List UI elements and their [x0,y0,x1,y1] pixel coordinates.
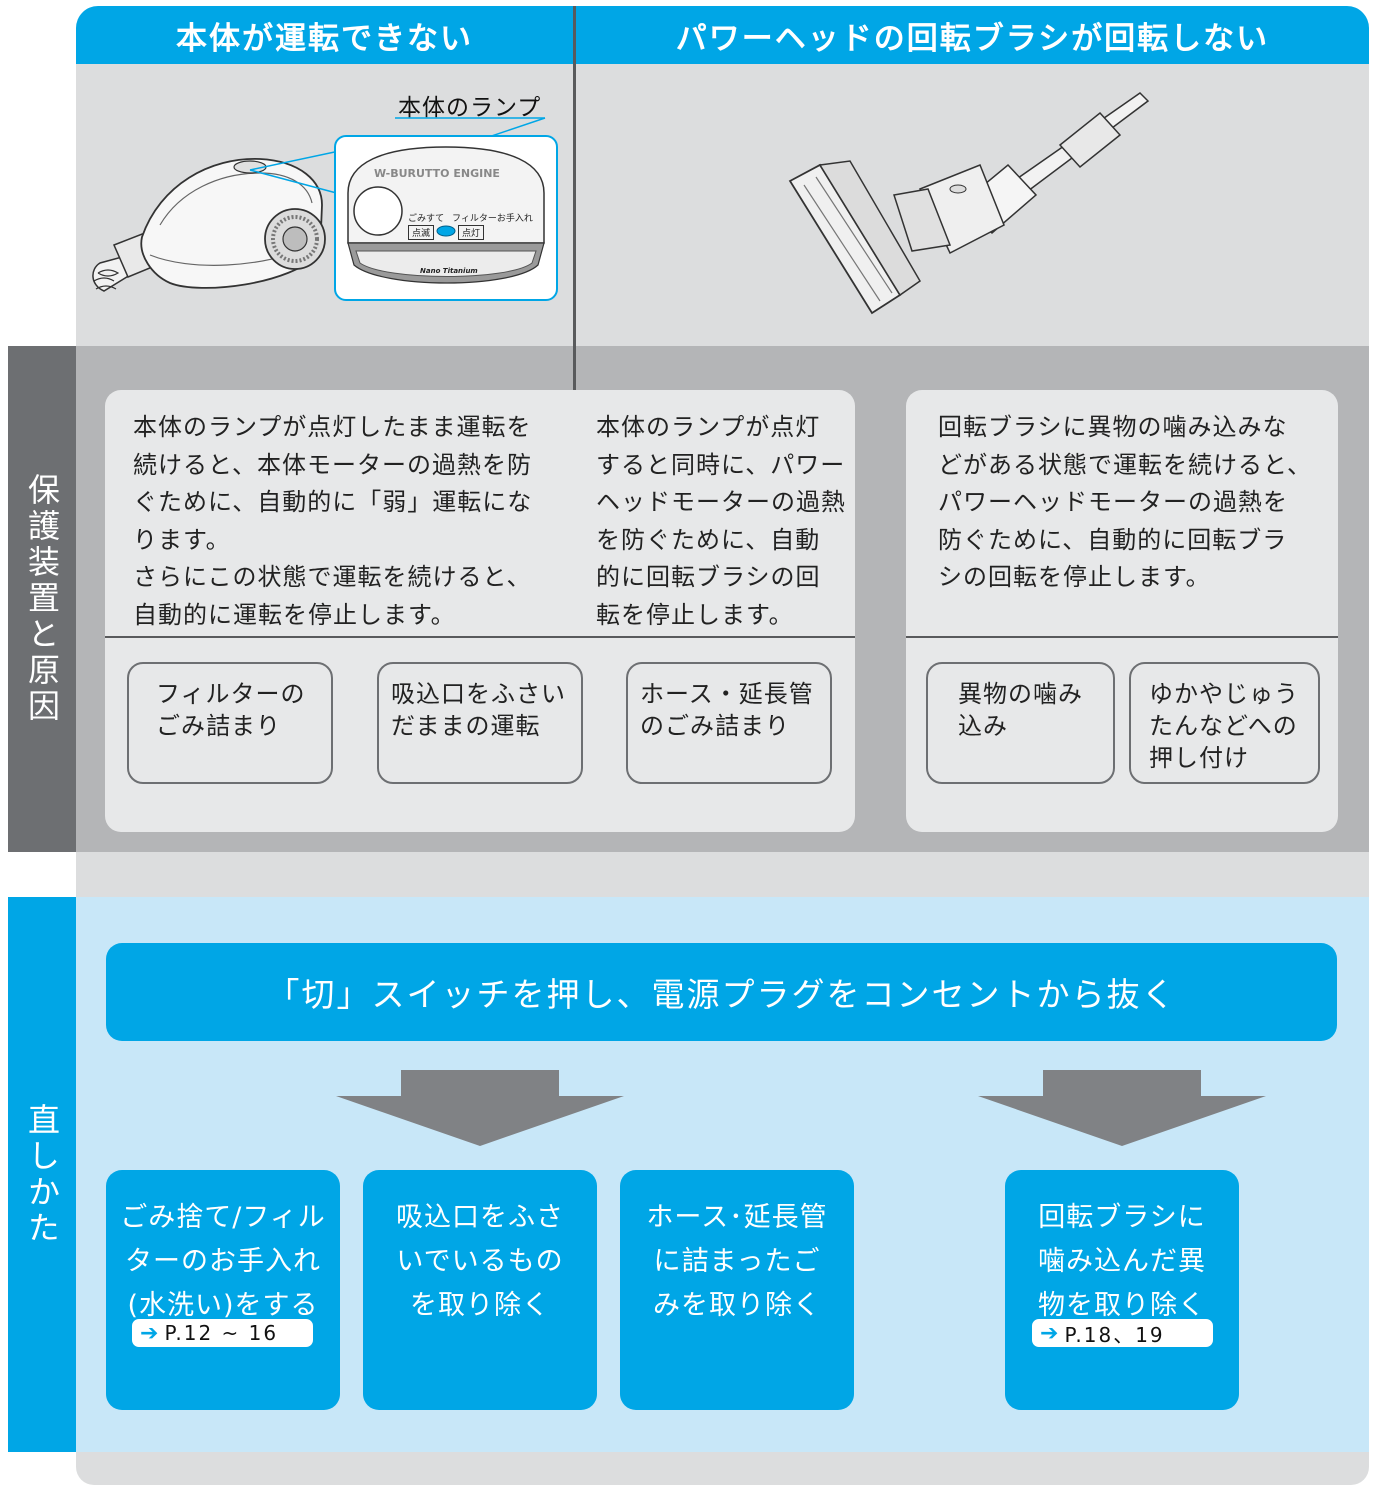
cause-card-divider-right [906,636,1338,638]
column-divider [573,6,576,636]
fix-box-hose-dust: ホース･延長管 に詰まったご みを取り除く [620,1170,854,1410]
panel-light-label: 点灯 [458,225,485,240]
bottom-bar [76,1452,1369,1485]
instruction-banner: 「切」スイッチを押し、電源プラグをコンセントから抜く [106,943,1337,1041]
panel-brand-text: W-BURUTTO ENGINE [374,167,500,180]
header-title-brush-not-rotating: パワーヘッドの回転ブラシが回転しない [576,6,1369,64]
gap-panel [76,852,1369,897]
arrow-right-icon: ➔ [1040,1320,1061,1346]
callout-lines [249,150,345,196]
panel-gomi-label: ごみすて [408,214,445,224]
fix-side-label: 直しかた [23,1102,61,1247]
panel-filter-label: フィルターお手入れ [452,214,533,224]
down-arrow-right-icon [978,1070,1266,1146]
cause-box-inlet-blocked: 吸込口をふさい だままの運転 [377,662,583,784]
cause-box-filter-clog: フィルターの ごみ詰まり [127,662,333,784]
fix-box-remove-blockage: 吸込口をふさ いでいるもの を取り除く [363,1170,597,1410]
cause-text-brush: 回転ブラシに異物の噛み込みな どがある状態で運転を続けると、 パワーヘッドモータ… [938,413,1313,591]
down-arrow-left-icon [336,1070,624,1146]
page-ref-filter[interactable]: ➔ P.12 ~ 16 [131,1318,314,1348]
fix-side-bar [8,897,76,1452]
cause-card-body [105,390,855,832]
cause-side-bar [8,346,76,852]
page-ref-brush-text: P.18、19 [1064,1322,1165,1347]
cause-text-lamp: 本体のランプが点灯 すると同時に、パワー ヘッドモーターの過熱 を防ぐために、自… [596,413,846,629]
cause-card-brush [906,390,1338,832]
lamp-panel-inset: W-BURUTTO ENGINE ごみすて フィルターお手入れ 点滅 点灯 Na… [334,135,558,301]
cause-card-divider-left [105,636,855,638]
panel-blink-label: 点滅 [408,225,435,240]
control-panel-drawing [347,146,545,284]
arrow-right-icon: ➔ [140,1320,161,1346]
page-ref-filter-text: P.12 ~ 16 [164,1321,279,1345]
cause-box-foreign-object: 異物の噛み 込み [926,662,1115,784]
vacuum-body-illustration [92,158,326,292]
lamp-callout-label: 本体のランプ [398,95,542,121]
cause-text-body: 本体のランプが点灯したまま運転を 続けると、本体モーターの過熱を防 ぐために、自… [133,413,533,629]
fix-box-filter-care: ごみ捨て/フィル ターのお手入れ (水洗い)をする [106,1170,340,1410]
page-ref-brush[interactable]: ➔ P.18、19 [1031,1318,1214,1348]
fix-box-brush-object: 回転ブラシに 噛み込んだ異 物を取り除く [1005,1170,1239,1410]
cause-box-pressed-floor: ゆかやじゅう たんなどへの 押し付け [1129,662,1320,784]
header-title-body-not-running: 本体が運転できない [76,6,573,64]
power-head-illustration [788,92,1150,315]
panel-logo-text: Nano Titanium [420,267,478,275]
cause-box-hose-clog: ホース・延長管 のごみ詰まり [626,662,832,784]
cause-side-label: 保護装置と原因 [23,473,61,725]
